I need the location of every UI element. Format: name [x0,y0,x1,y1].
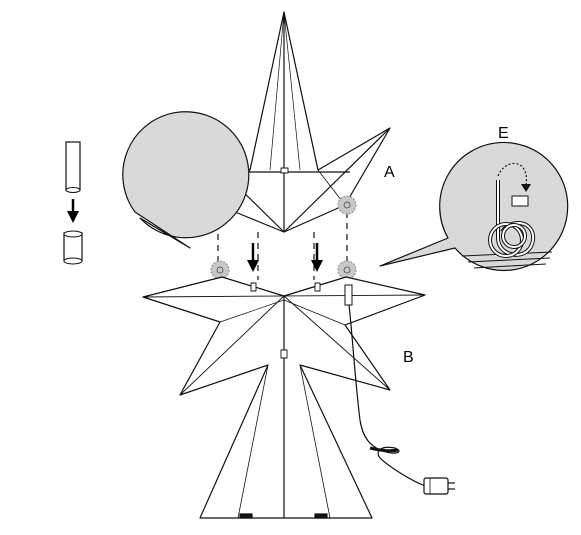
label-top-star: A [384,164,395,181]
plug-icon [423,477,455,495]
right-detail-bubble [379,141,569,272]
alignment-guides [217,212,348,280]
label-base-star: B [403,349,414,366]
arrow-down-icon [67,199,79,223]
arrow-down-icon [247,243,323,272]
label-cable-detail: E [498,125,509,142]
base-star-piece [142,276,426,519]
left-detail-bubble [63,111,250,265]
power-cable [344,284,426,487]
cable-loop-icon [488,162,536,258]
